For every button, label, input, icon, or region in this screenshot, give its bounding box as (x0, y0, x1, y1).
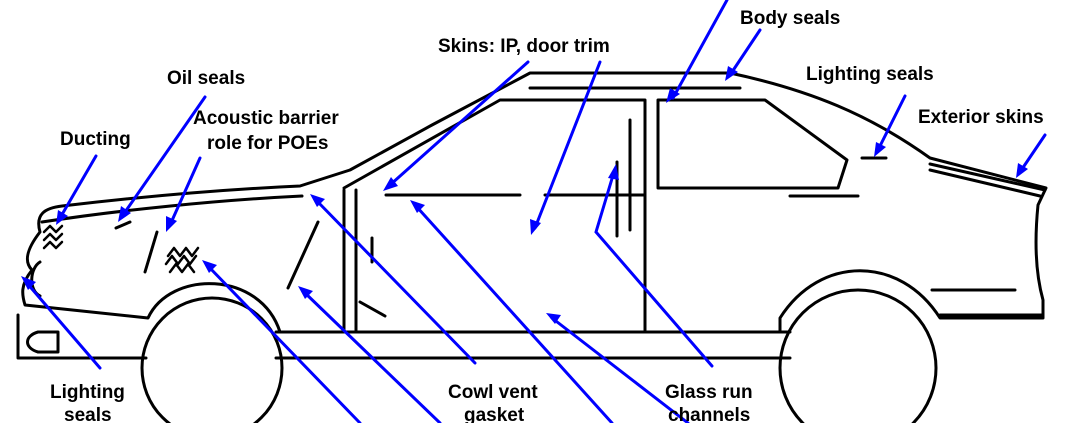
acoustic-zigzag (164, 246, 200, 274)
leader-acoustic (168, 156, 202, 227)
label-body-seals: Body seals (740, 8, 840, 29)
label-glass-line1: Glass run (665, 382, 753, 403)
rocker-panel (16, 313, 1045, 360)
arrowhead-cowl-vent (310, 194, 325, 207)
leader-skins-ip-2 (533, 60, 602, 230)
leader-lighting-seals-rear (876, 94, 907, 152)
leader-glass-lower (550, 316, 690, 425)
arrowhead-skins-ip-1 (383, 177, 398, 191)
arrowhead-acoustic-lower (202, 260, 217, 273)
car-body-silhouette (21, 71, 1048, 334)
arrowhead-body-seals (725, 66, 738, 81)
leader-exterior-skins (1018, 133, 1047, 174)
label-acoustic-line2: role for POEs (207, 133, 328, 154)
leader-cowl-lower (302, 290, 442, 425)
front-wheel (140, 296, 284, 428)
arrowhead-skins-lower (410, 200, 425, 213)
label-ducting: Ducting (60, 129, 131, 150)
a-pillar (342, 98, 647, 334)
arrowhead-body-seals-top (666, 88, 680, 103)
ducting-zigzag (42, 224, 64, 250)
car-outline (16, 71, 1048, 428)
label-exterior-skins: Exterior skins (918, 107, 1044, 128)
label-glass-line2: channels (668, 405, 750, 423)
arrowhead-skins-ip-2 (530, 219, 541, 235)
fog-lamp (26, 330, 60, 354)
label-oil-seals: Oil seals (167, 68, 245, 89)
cowl-vent (286, 220, 320, 290)
leader-ducting (58, 154, 98, 220)
labels: Body seals Skins: IP, door trim Oil seal… (50, 8, 1044, 426)
exterior-skin-line (928, 162, 1047, 198)
leader-body-seals-top (671, 0, 729, 100)
rear-wheel (778, 288, 938, 428)
label-lighting-seals-rear: Lighting seals (806, 64, 934, 85)
leader-glass-run (594, 170, 714, 368)
arrowhead-lighting-front (21, 276, 36, 290)
leader-oil-seals (121, 95, 207, 217)
label-skins-ip: Skins: IP, door trim (438, 36, 610, 57)
label-acoustic-line1: Acoustic barrier (193, 108, 339, 129)
glass-run-b-pillar (615, 118, 632, 238)
leader-acoustic-lower (206, 264, 362, 425)
leader-body-seals (728, 28, 762, 77)
label-cowl-line2: gasket (464, 405, 525, 423)
hood-seam (40, 194, 304, 224)
label-lighting-front-line1: Lighting (50, 382, 125, 403)
leader-skins-ip-1 (388, 60, 530, 187)
arrowhead-acoustic (166, 216, 177, 232)
arrowhead-oil-seals (118, 206, 131, 222)
rear-quarter-line (788, 156, 1017, 292)
arrowhead-lighting-rear (874, 142, 886, 157)
arrowhead-glass-lower (546, 313, 561, 324)
label-cowl-line1: Cowl vent (448, 382, 538, 403)
arrowhead-glass-run (608, 164, 619, 180)
leader-skins-lower (414, 204, 614, 425)
oil-seal-mark (114, 220, 159, 274)
arrowhead-exterior (1016, 163, 1028, 178)
arrowheads (21, 66, 1028, 324)
leader-cowl-vent (314, 198, 477, 365)
arrowhead-cowl-lower (298, 286, 313, 299)
rear-side-window (656, 98, 849, 190)
leader-lighting-seals-front (24, 280, 102, 370)
arrowhead-ducting (56, 210, 68, 225)
leader-lines (24, 0, 1047, 425)
label-lighting-front-line2: seals (64, 405, 112, 423)
